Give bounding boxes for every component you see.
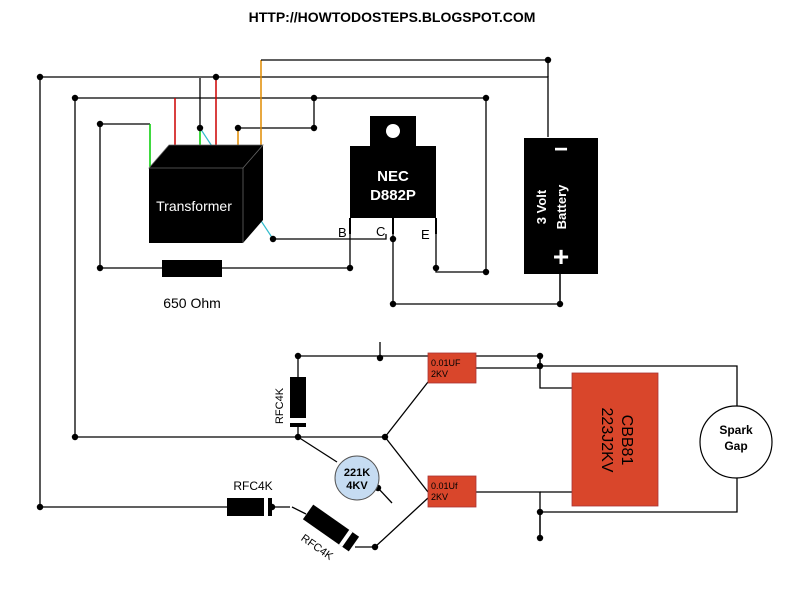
junctions [36, 56, 564, 551]
wires [39, 76, 738, 548]
cap-large-line1: CBB81 [618, 415, 635, 466]
battery-plus-sign: + [553, 241, 569, 272]
wire-orange-link [238, 98, 315, 129]
cap-bottom-line1: 0.01Uf [431, 481, 458, 491]
wire-cbb-bottom [539, 478, 738, 538]
wire-cap-top-diag [384, 381, 429, 438]
rfc-diagonal: RFC4K [291, 504, 360, 563]
wire-outer-left [39, 77, 227, 508]
wire-cap-top-right [476, 356, 541, 369]
wire-cap-bottom-diag [384, 436, 429, 493]
spark-gap-line2: Gap [724, 439, 747, 453]
resistor: 650 Ohm [162, 260, 222, 311]
transformer: Transformer [148, 144, 264, 243]
rfc-vertical: RFC4K [274, 377, 306, 427]
disc-cap-line1: 221K [344, 467, 370, 479]
rfc-horizontal: RFC4K [227, 479, 273, 516]
battery-label-line1: 3 Volt [534, 189, 549, 224]
rfc-vertical-label: RFC4K [274, 387, 286, 424]
wire-diode-to-cap [355, 497, 429, 548]
transistor: NEC D882P B C E [338, 116, 437, 242]
disc-capacitor: 221K 4KV [334, 455, 380, 501]
cap-top-line2: 2KV [431, 369, 448, 379]
header-url: HTTP://HOWTODOSTEPS.BLOGSPOT.COM [249, 9, 536, 25]
resistor-label: 650 Ohm [163, 295, 221, 311]
pin-b-label: B [338, 225, 347, 240]
wire-battery-top [261, 59, 549, 77]
rfc-horizontal-label: RFC4K [233, 479, 272, 493]
battery: − + 3 Volt Battery [524, 136, 598, 304]
pin-e-label: E [421, 227, 430, 242]
cap-large-line2: 223J2KV [598, 408, 615, 473]
spark-gap-line1: Spark [719, 423, 753, 437]
wire-base [273, 234, 387, 240]
capacitor-top: 0.01UF 2KV [427, 352, 477, 384]
wire-cap-bottom-right [476, 491, 541, 538]
battery-label-line2: Battery [554, 184, 569, 230]
wire-to-disc [297, 436, 338, 463]
cap-bottom-line2: 2KV [431, 492, 448, 502]
capacitor-bottom: 0.01Uf 2KV [427, 475, 477, 508]
spark-gap: Spark Gap [699, 405, 773, 479]
transistor-model-line1: NEC [377, 168, 409, 185]
transformer-label: Transformer [156, 198, 232, 214]
capacitor-large: CBB81 223J2KV [571, 372, 659, 507]
wire-disc-to-diode [377, 487, 393, 504]
battery-minus-sign: − [554, 136, 568, 163]
cap-top-line1: 0.01UF [431, 358, 461, 368]
disc-cap-line2: 4KV [346, 480, 368, 492]
transistor-model-line2: D882P [370, 187, 416, 204]
pin-c-label: C [376, 224, 385, 239]
